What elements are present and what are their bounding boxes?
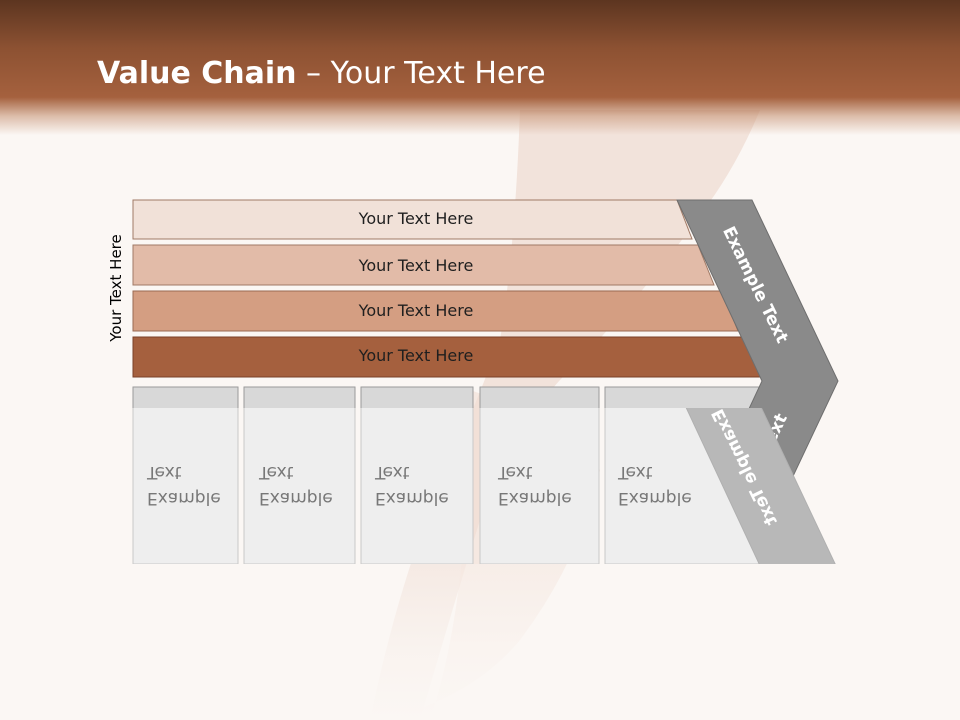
reflection-box-4-label: Example Text — [498, 459, 572, 511]
reflection-box-4-line-1: Example — [498, 488, 572, 508]
support-row-2 — [132, 244, 715, 286]
title-rest: – Your Text Here — [296, 56, 546, 91]
reflection-fade — [0, 564, 960, 720]
reflection-box-1-line-1: Example — [147, 488, 221, 508]
reflection-box-3-label: Example Text — [375, 459, 449, 511]
reflection-box-2-line-2: Text — [259, 462, 294, 482]
support-row-4-label: Your Text Here — [358, 346, 474, 365]
support-row-3-label: Your Text Here — [358, 301, 474, 320]
slide-title: Value Chain – Your Text Here — [97, 54, 546, 96]
reflection-box-1-label: Example Text — [147, 459, 221, 511]
reflection-box-3-line-1: Example — [375, 488, 449, 508]
support-row-2-label: Your Text Here — [358, 256, 474, 275]
support-row-1-label: Your Text Here — [358, 209, 474, 228]
reflection-box-4-line-2: Text — [498, 462, 533, 482]
reflection-box-1-line-2: Text — [147, 462, 182, 482]
reflection-box-5-line-2: Text — [618, 462, 653, 482]
title-bold: Value Chain — [97, 56, 297, 91]
reflection-box-5-line-1: Example — [618, 488, 692, 508]
reflection-box-2-label: Example Text — [259, 459, 333, 511]
header-band — [0, 0, 960, 135]
support-row-1 — [132, 199, 693, 240]
reflection-box-2-line-1: Example — [259, 488, 333, 508]
reflection-box-3-line-2: Text — [375, 462, 410, 482]
reflection-box-5-label: Example Text — [618, 459, 692, 511]
reflection: Example Text Example Text Example Text E… — [0, 408, 960, 564]
